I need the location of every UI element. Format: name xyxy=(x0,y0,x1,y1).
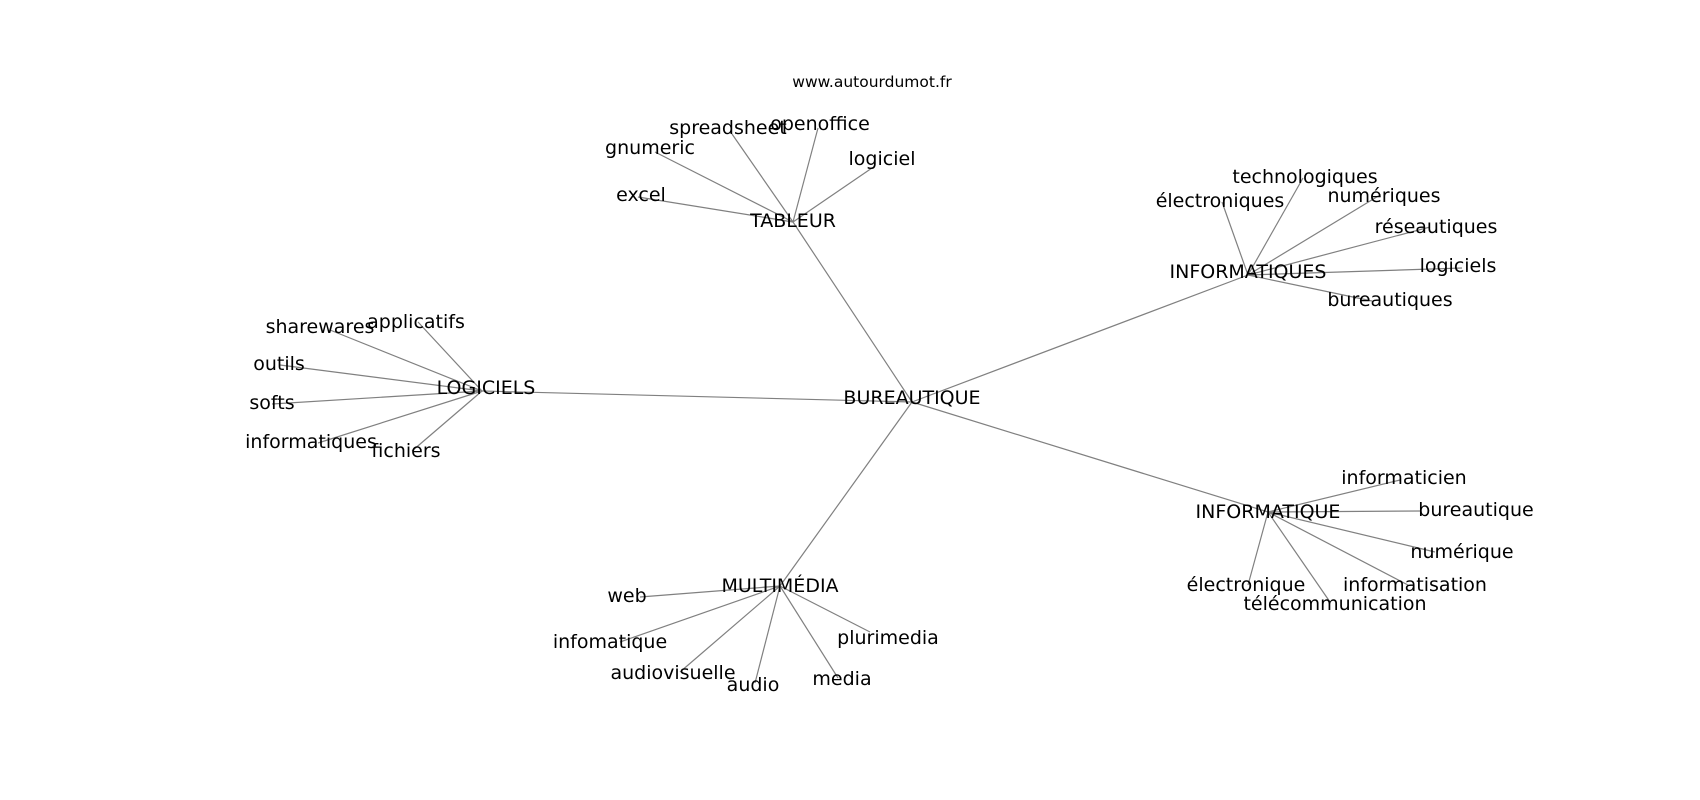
leaf-node-logiciels-2[interactable]: outils xyxy=(253,353,305,375)
edge-logiciels-0 xyxy=(329,329,483,392)
leaf-node-logiciels-3[interactable]: softs xyxy=(249,392,294,414)
edge-logiciels-2 xyxy=(279,364,483,392)
edge-informatique-2 xyxy=(1267,511,1436,553)
leaf-node-informatiques-2[interactable]: numériques xyxy=(1327,185,1440,207)
leaf-node-logiciels-1[interactable]: applicatifs xyxy=(367,311,465,333)
edge-center-tableur xyxy=(792,221,913,403)
leaf-node-tableur-4[interactable]: excel xyxy=(616,184,666,206)
edge-tableur-1 xyxy=(792,127,819,223)
leaf-node-tableur-1[interactable]: openoffice xyxy=(770,113,870,135)
edge-informatiques-3 xyxy=(1247,226,1431,276)
hub-node-multimedia[interactable]: MULTIMÉDIA xyxy=(721,574,838,597)
edge-multimedia-3 xyxy=(679,585,781,673)
leaf-node-informatiques-1[interactable]: électroniques xyxy=(1156,190,1285,212)
edge-multimedia-2 xyxy=(779,585,871,633)
edge-tableur-2 xyxy=(654,151,794,223)
graph-edges xyxy=(271,127,1463,684)
edge-multimedia-4 xyxy=(754,585,781,684)
edge-center-multimedia xyxy=(779,401,913,587)
center-node-label[interactable]: BUREAUTIQUE xyxy=(843,387,980,409)
edge-logiciels-3 xyxy=(271,390,483,405)
edge-logiciels-5 xyxy=(411,390,483,452)
leaf-node-informatique-3[interactable]: électronique xyxy=(1187,574,1306,596)
leaf-node-tableur-2[interactable]: gnumeric xyxy=(605,137,695,159)
leaf-node-informatique-4[interactable]: informatisation xyxy=(1343,574,1487,596)
hub-node-tableur[interactable]: TABLEUR xyxy=(749,210,836,232)
hub-node-informatiques[interactable]: INFORMATIQUES xyxy=(1170,261,1327,283)
leaf-node-multimedia-4[interactable]: audio xyxy=(727,674,780,696)
edge-multimedia-0 xyxy=(639,585,781,598)
edge-informatique-4 xyxy=(1267,511,1409,586)
edge-informatique-0 xyxy=(1267,479,1401,513)
edge-multimedia-5 xyxy=(779,585,839,679)
leaf-node-multimedia-0[interactable]: web xyxy=(607,585,646,607)
leaf-node-multimedia-5[interactable]: media xyxy=(812,668,871,690)
edge-informatique-5 xyxy=(1267,511,1331,603)
leaf-node-tableur-0[interactable]: spreadsheet xyxy=(669,117,787,139)
leaf-node-multimedia-1[interactable]: infomatique xyxy=(553,631,667,653)
hub-node-informatique[interactable]: INFORMATIQUE xyxy=(1196,501,1341,523)
edge-tableur-0 xyxy=(731,133,794,223)
leaf-node-logiciels-0[interactable]: sharewares xyxy=(266,316,375,338)
edge-center-informatique xyxy=(911,401,1269,513)
graph-labels: www.autourdumot.fr BUREAUTIQUE TABLEUR spr… xyxy=(245,73,1534,696)
edge-informatiques-2 xyxy=(1247,194,1381,276)
leaf-node-informatiques-4[interactable]: logiciels xyxy=(1420,255,1497,277)
leaf-node-informatique-0[interactable]: informaticien xyxy=(1341,467,1466,489)
leaf-node-informatique-5[interactable]: télécommunication xyxy=(1243,593,1426,615)
edge-multimedia-1 xyxy=(619,585,781,643)
edge-center-logiciels xyxy=(481,390,913,403)
leaf-node-logiciels-5[interactable]: fichiers xyxy=(371,440,440,462)
leaf-node-tableur-3[interactable]: logiciel xyxy=(849,148,916,170)
leaf-node-informatiques-0[interactable]: technologiques xyxy=(1232,166,1377,188)
leaf-node-informatiques-3[interactable]: réseautiques xyxy=(1375,216,1498,238)
edge-center-informatiques xyxy=(911,274,1249,403)
edge-logiciels-4 xyxy=(317,390,483,444)
edge-logiciels-1 xyxy=(417,321,483,392)
edge-informatiques-5 xyxy=(1247,274,1373,302)
edge-informatiques-1 xyxy=(1221,201,1249,276)
leaf-node-multimedia-2[interactable]: plurimedia xyxy=(837,627,939,649)
edge-tableur-4 xyxy=(637,196,794,223)
watermark-text[interactable]: www.autourdumot.fr xyxy=(792,73,952,91)
edge-informatiques-4 xyxy=(1247,267,1463,276)
leaf-node-multimedia-3[interactable]: audiovisuelle xyxy=(610,662,735,684)
edge-tableur-3 xyxy=(792,167,873,223)
leaf-node-logiciels-4[interactable]: informatiques xyxy=(245,431,377,453)
edge-informatique-3 xyxy=(1247,511,1269,586)
hub-node-logiciels[interactable]: LOGICIELS xyxy=(437,377,536,399)
edge-informatiques-0 xyxy=(1247,177,1304,276)
leaf-node-informatique-2[interactable]: numérique xyxy=(1410,541,1513,563)
leaf-node-informatiques-5[interactable]: bureautiques xyxy=(1327,289,1452,311)
leaf-node-informatique-1[interactable]: bureautique xyxy=(1418,499,1533,521)
edge-informatique-1 xyxy=(1267,510,1421,513)
